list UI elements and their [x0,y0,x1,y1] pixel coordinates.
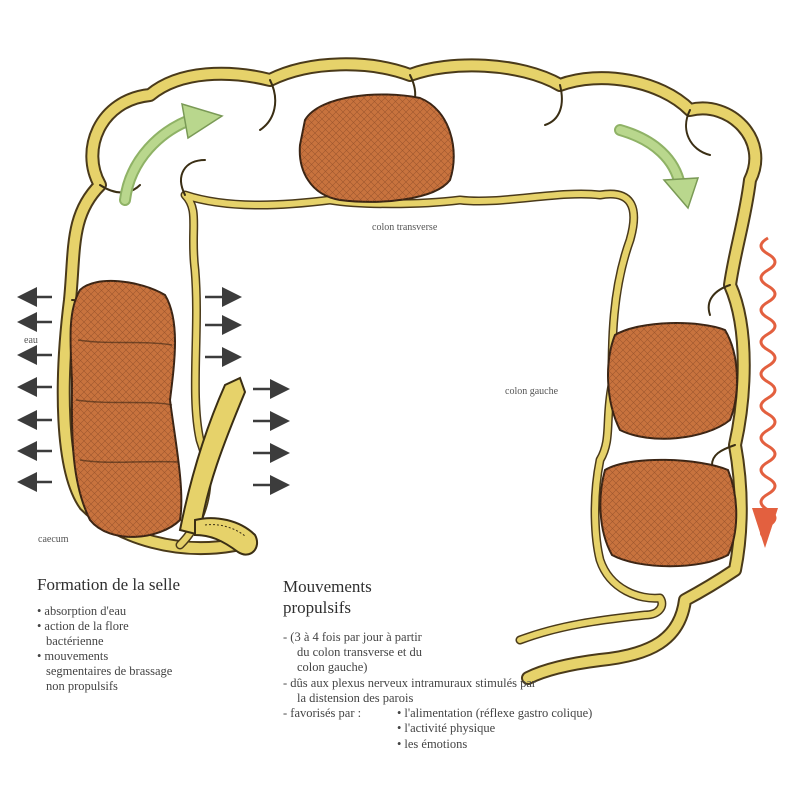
formation-item: mouvements [37,649,108,664]
favorise-item: l'alimentation (réflexe gastro colique) [397,706,592,721]
formation-item-continued: bactérienne [46,634,104,649]
favorise-item: l'activité physique [397,721,495,736]
water-arrows-left [22,297,52,482]
peristalsis-wave-arrow [752,238,778,548]
formation-item-continued: segmentaires de brassage [46,664,172,679]
label-caecum: caecum [38,534,69,545]
favorise-item: les émotions [397,737,467,752]
formation-title: Formation de la selle [37,574,180,595]
mouvements-title-line2: propulsifs [283,597,351,618]
stool-caecum [70,281,181,537]
label-eau: eau [24,335,38,346]
green-arrow-descending [620,130,698,208]
mouvements-line: du colon transverse et du [297,645,422,660]
mouvements-line: dûs aux plexus nerveux intramuraux stimu… [283,676,536,691]
mouvements-line: (3 à 4 fois par jour à partir [283,630,422,645]
formation-item-continued: non propulsifs [46,679,118,694]
stool-colon-gauche-lower [600,460,736,566]
label-colon-gauche: colon gauche [505,386,558,397]
mouvements-line: colon gauche) [297,660,367,675]
mouvements-title-line1: Mouvements [283,576,372,597]
formation-item: action de la flore [37,619,129,634]
formation-item: absorption d'eau [37,604,126,619]
stool-transverse [300,94,454,201]
stool-colon-gauche-upper [608,323,737,439]
mouvements-line: favorisés par : [283,706,361,721]
stool-masses [70,94,736,566]
mouvements-line: la distension des parois [297,691,413,706]
label-colon-transverse: colon transverse [372,222,437,233]
